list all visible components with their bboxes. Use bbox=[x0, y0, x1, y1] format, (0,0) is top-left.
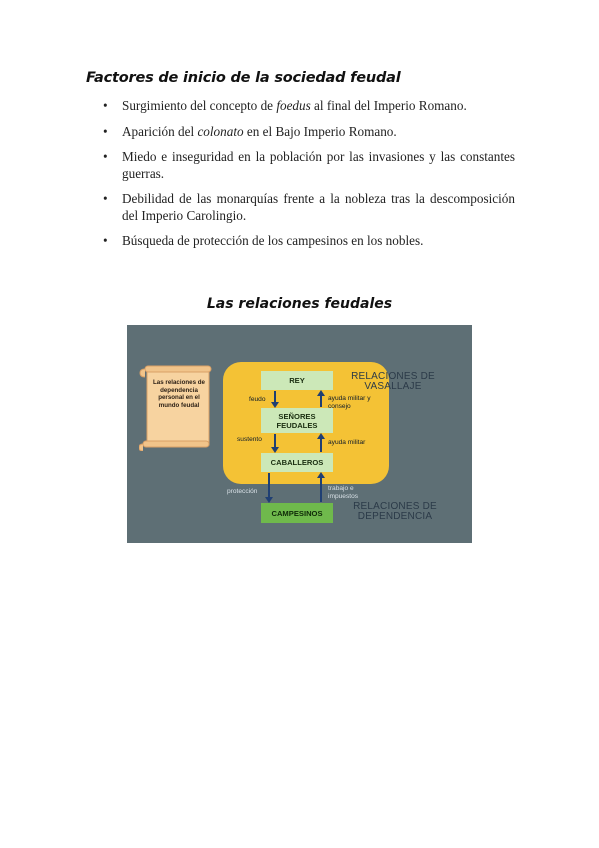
box-senores-feudales: SEÑORES FEUDALES bbox=[261, 408, 333, 433]
arrow-ayuda-consejo bbox=[317, 390, 325, 407]
arrow-feudo bbox=[271, 391, 279, 408]
box-campesinos: CAMPESINOS bbox=[261, 503, 333, 523]
label-proteccion: protección bbox=[227, 488, 258, 495]
scroll-icon bbox=[139, 365, 212, 451]
label-trabajo: trabajo e impuestos bbox=[328, 485, 359, 500]
bullet-glyph: • bbox=[103, 191, 108, 206]
section-title: Las relaciones feudales bbox=[206, 296, 393, 312]
bullet-glyph: • bbox=[103, 233, 108, 248]
list-item: •Búsqueda de protección de los campesino… bbox=[103, 233, 424, 248]
label-sustento: sustento bbox=[237, 436, 262, 443]
list-item: •Miedo e inseguridad en la población por… bbox=[103, 149, 515, 181]
arrow-sustento bbox=[271, 434, 279, 453]
list-item: •Aparición del colonato en el Bajo Imper… bbox=[103, 123, 397, 139]
list-item: •Surgimiento del concepto de foedus al f… bbox=[103, 98, 467, 113]
bullet-glyph: • bbox=[103, 98, 108, 113]
bullet-glyph: • bbox=[103, 149, 108, 164]
dependencia-title: RELACIONES DE DEPENDENCIA bbox=[353, 501, 437, 522]
factors-list: •Surgimiento del concepto de foedus al f… bbox=[103, 98, 515, 259]
arrow-ayuda-militar bbox=[317, 433, 325, 452]
heading-factores: Factores de inicio de la sociedad feudal bbox=[86, 70, 401, 86]
feudal-relations-diagram: Las relaciones de dependencia personal e… bbox=[127, 325, 472, 543]
box-caballeros: CABALLEROS bbox=[261, 453, 333, 472]
arrow-proteccion bbox=[265, 473, 273, 503]
label-feudo: feudo bbox=[249, 396, 266, 403]
label-ayuda-consejo: ayuda militar y consejo bbox=[328, 395, 371, 410]
bullet-glyph: • bbox=[103, 123, 108, 139]
box-rey: REY bbox=[261, 371, 333, 390]
list-item: •Debilidad de las monarquías frente a la… bbox=[103, 191, 515, 223]
label-ayuda-militar: ayuda militar bbox=[328, 439, 366, 446]
scroll-text: Las relaciones de dependencia personal e… bbox=[153, 379, 205, 409]
scroll-banner: Las relaciones de dependencia personal e… bbox=[139, 365, 217, 451]
arrow-trabajo bbox=[317, 472, 325, 502]
vasallaje-title: RELACIONES DE VASALLAJE bbox=[351, 371, 435, 392]
